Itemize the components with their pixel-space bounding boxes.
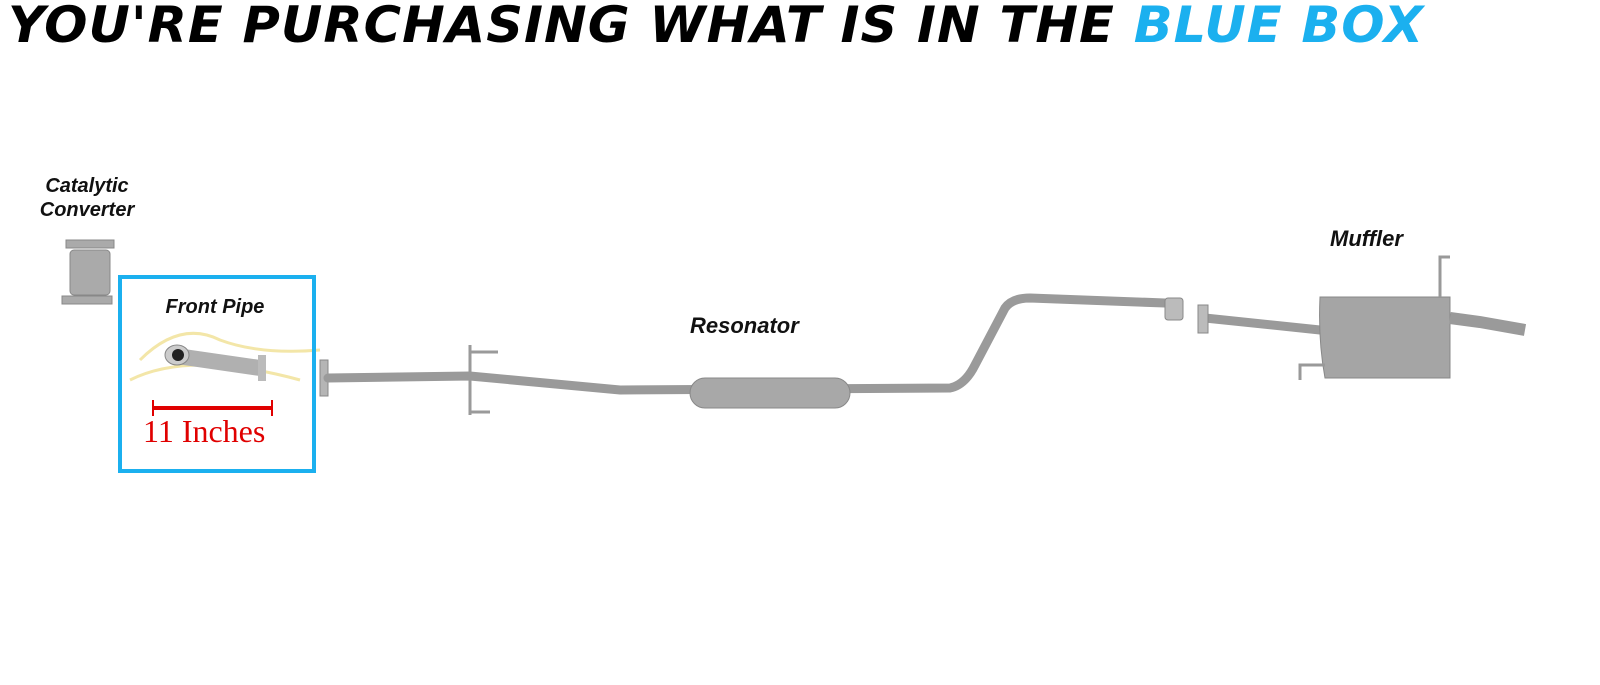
title-main: YOU'RE PURCHASING WHAT IS IN THE [8,0,1115,54]
catalytic-converter-label: Catalytic Converter [39,175,135,221]
resonator-pipe-image [319,293,1184,415]
page-title: YOU'RE PURCHASING WHAT IS IN THE BLUE BO… [8,0,1424,54]
front-pipe-image [129,331,321,416]
title-highlight: BLUE BOX [1133,0,1425,54]
resonator-label: Resonator [690,313,799,338]
catalytic-converter-image [61,239,115,305]
muffler-image [1197,255,1527,380]
muffler-label: Muffler [1330,226,1403,251]
purchase-highlight-box [118,275,316,473]
front-pipe-label: Front Pipe [165,296,265,318]
measurement-label: 11 Inches [143,413,266,449]
